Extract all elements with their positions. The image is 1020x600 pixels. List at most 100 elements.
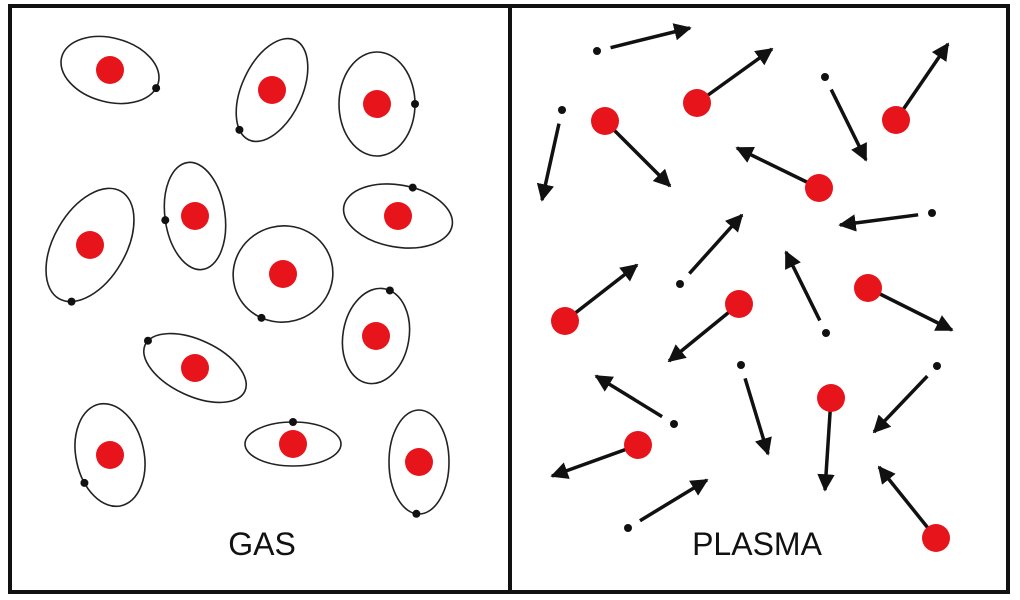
ion-velocity-arrow <box>550 443 639 479</box>
ion-velocity-arrow <box>695 47 774 105</box>
electron-velocity-arrow <box>829 88 868 162</box>
nucleus <box>181 202 209 230</box>
orbit-ellipse <box>142 332 248 404</box>
atom <box>388 409 450 518</box>
ion-velocity-arrow <box>735 146 820 190</box>
ion <box>735 146 833 202</box>
electron-velocity-arrow <box>838 213 919 232</box>
atom <box>235 37 309 143</box>
orbit-ellipse <box>342 183 454 249</box>
electron-dot <box>737 361 745 369</box>
electron <box>161 216 170 225</box>
atom <box>232 225 334 323</box>
ion <box>877 465 950 552</box>
atom <box>244 418 342 467</box>
ion <box>817 384 845 492</box>
free-electron <box>784 250 830 337</box>
ion <box>667 290 753 363</box>
electron <box>385 286 394 295</box>
atom <box>45 187 135 306</box>
ion-nucleus <box>683 89 711 117</box>
electron-dot <box>670 420 678 428</box>
free-electron <box>624 478 709 532</box>
atom <box>60 35 161 105</box>
electron-velocity-arrow <box>872 374 929 434</box>
gas-panel <box>45 35 454 518</box>
electron <box>412 509 421 518</box>
ion-velocity-arrow <box>877 465 938 540</box>
plasma-label: PLASMA <box>692 526 822 562</box>
nucleus <box>405 448 433 476</box>
electron-velocity-arrow <box>743 377 772 456</box>
free-electron <box>593 23 692 55</box>
atom <box>142 332 248 404</box>
electron-velocity-arrow <box>594 374 663 419</box>
ion-nucleus <box>817 384 845 412</box>
electron-dot <box>558 106 566 114</box>
nucleus <box>258 76 286 104</box>
electron-dot <box>822 329 830 337</box>
nucleus <box>384 202 412 230</box>
nucleus <box>181 354 209 382</box>
free-electron <box>838 209 936 232</box>
nucleus <box>279 430 307 458</box>
ion <box>550 431 652 479</box>
electron-dot <box>676 280 684 288</box>
orbit-ellipse <box>341 287 411 385</box>
gas-label: GAS <box>228 526 296 562</box>
orbit-ellipse <box>74 402 146 508</box>
electron <box>235 125 244 134</box>
ion-nucleus <box>624 431 652 459</box>
ion <box>591 107 672 188</box>
ion-velocity-arrow <box>667 302 741 363</box>
free-electron <box>737 361 772 456</box>
nucleus <box>96 441 124 469</box>
orbit-ellipse <box>60 35 160 105</box>
orbit-ellipse <box>45 187 135 303</box>
electron <box>411 100 419 108</box>
ion-velocity-arrow <box>603 119 672 188</box>
nucleus <box>269 260 297 288</box>
atom <box>341 286 411 385</box>
free-electron <box>872 362 941 434</box>
ion-nucleus <box>591 107 619 135</box>
plasma-panel <box>536 23 954 552</box>
electron <box>289 418 297 426</box>
electron-velocity-arrow <box>688 213 744 275</box>
electron-dot <box>593 47 601 55</box>
ion-velocity-arrow <box>894 42 950 121</box>
nucleus <box>363 90 391 118</box>
orbit-ellipse <box>232 225 334 323</box>
electron <box>80 478 89 487</box>
electron-velocity-arrow <box>784 250 822 322</box>
ion-velocity-arrow <box>867 286 954 332</box>
nucleus <box>362 322 390 350</box>
electron <box>257 313 266 322</box>
nucleus <box>76 231 104 259</box>
electron-dot <box>624 524 632 532</box>
electron-dot <box>933 362 941 370</box>
free-electron <box>536 106 566 202</box>
electron <box>67 297 76 306</box>
ion-velocity-arrow <box>563 263 639 323</box>
orbit-ellipse <box>235 37 309 143</box>
electron <box>408 183 417 192</box>
atom <box>342 183 454 249</box>
ion <box>551 263 639 335</box>
free-electron <box>676 213 744 288</box>
electron-dot <box>821 73 829 81</box>
free-electron <box>594 374 678 428</box>
ion-nucleus <box>882 106 910 134</box>
ion-nucleus <box>805 174 833 202</box>
nucleus <box>96 56 124 84</box>
ion-nucleus <box>854 274 882 302</box>
electron-velocity-arrow <box>536 123 561 202</box>
free-electron <box>821 73 868 162</box>
ion-nucleus <box>725 290 753 318</box>
electron <box>143 336 152 345</box>
electron-velocity-arrow <box>610 23 692 50</box>
ion-velocity-arrow <box>817 397 835 492</box>
electron-dot <box>928 209 936 217</box>
